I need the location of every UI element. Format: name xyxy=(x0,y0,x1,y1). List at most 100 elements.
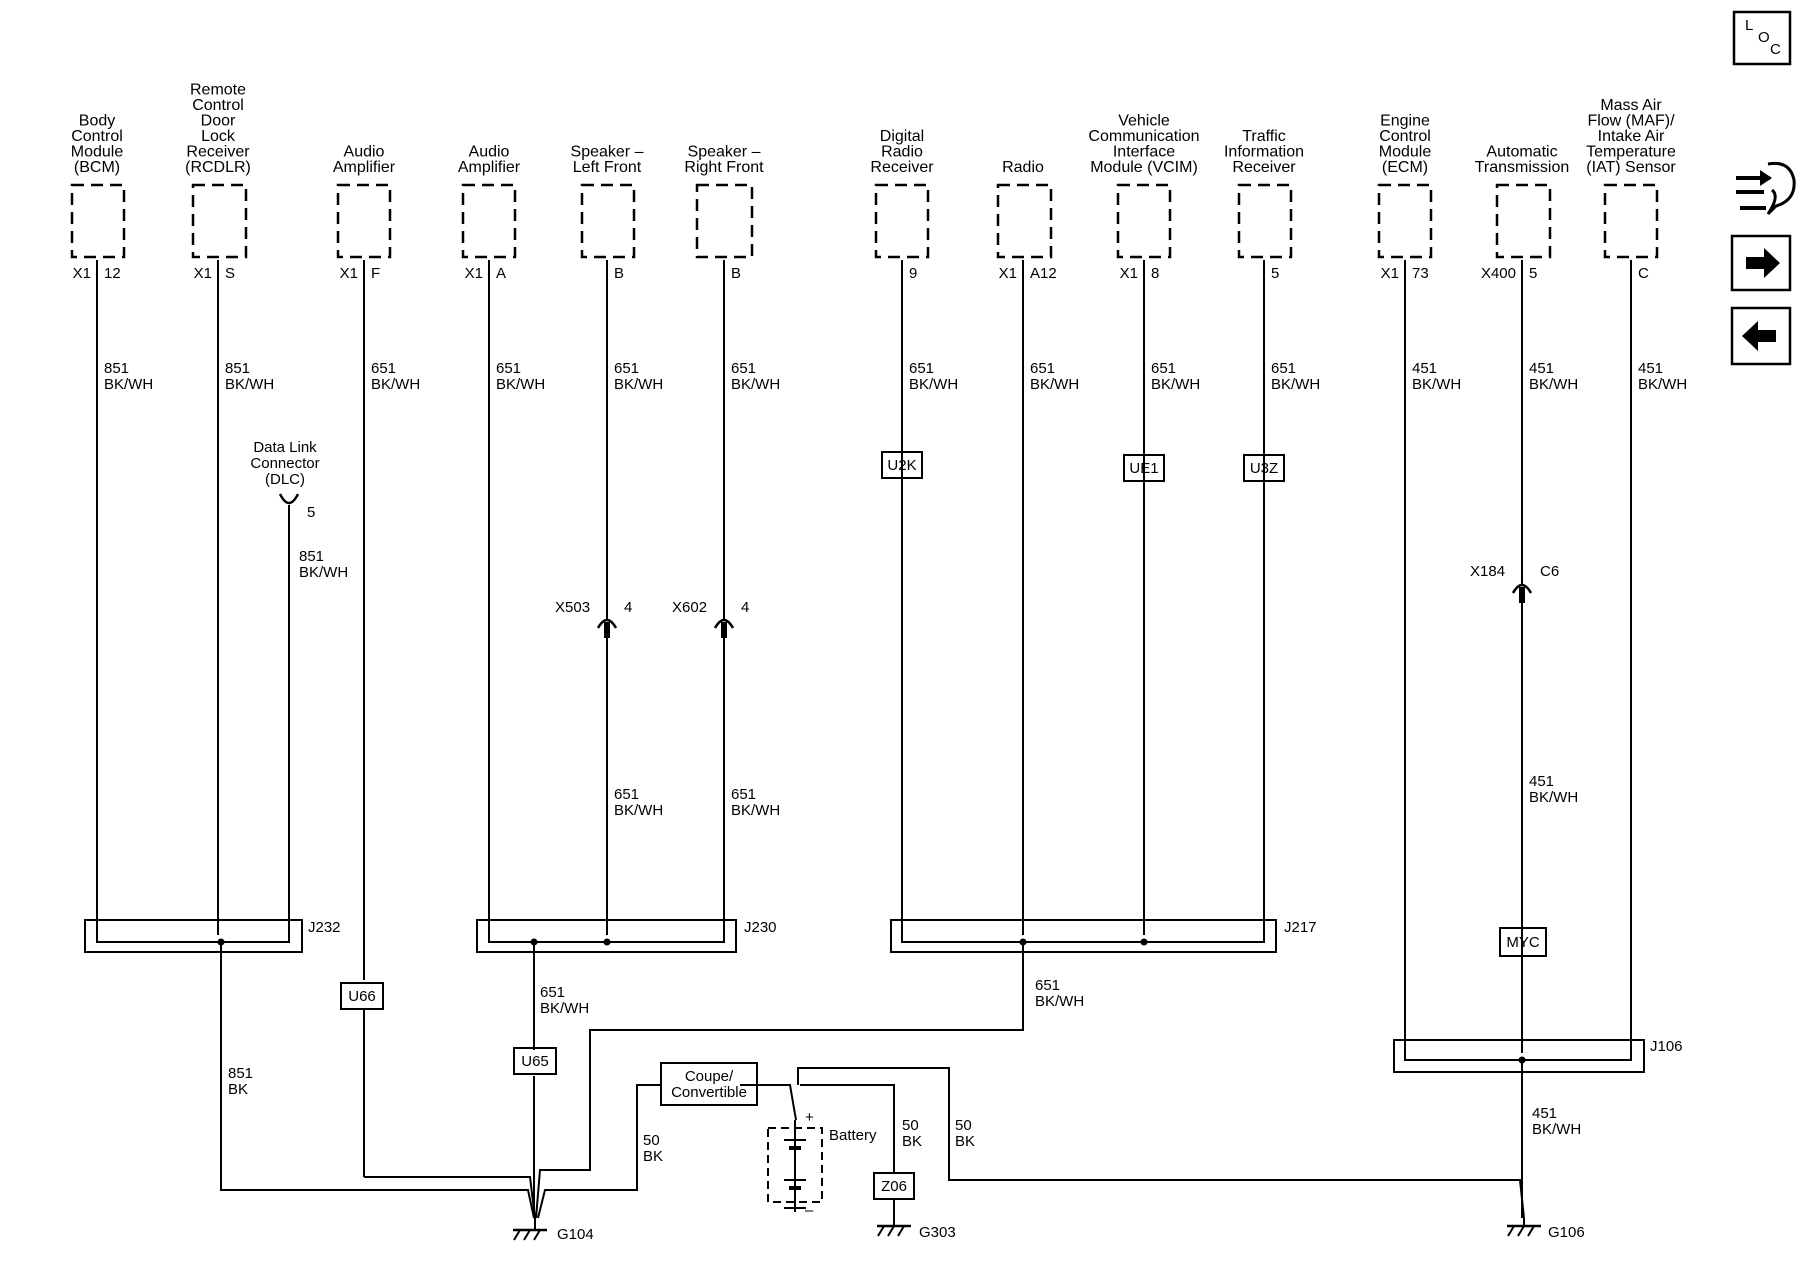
svg-text:4: 4 xyxy=(624,599,632,616)
connector-label: X400 xyxy=(1481,265,1516,282)
svg-text:BK/WH: BK/WH xyxy=(1035,993,1084,1010)
dlc-connector: Data Link Connector (DLC) 5 851 BK/WH xyxy=(250,439,348,581)
svg-text:G106: G106 xyxy=(1548,1224,1585,1241)
component-name-line: Right Front xyxy=(684,159,764,176)
wire-coupe-to-g104 xyxy=(537,1084,661,1219)
component-name-line: Module xyxy=(1379,144,1432,161)
component-name-line: Control xyxy=(1379,128,1431,145)
wire-color-label: BK/WH xyxy=(909,376,958,393)
svg-text:BK: BK xyxy=(902,1133,922,1150)
wire-color-label: BK/WH xyxy=(496,376,545,393)
option-u3z: U3Z xyxy=(1243,454,1285,482)
component-name-line: (BCM) xyxy=(74,159,120,176)
component-name-line: Module xyxy=(71,144,124,161)
wire-circuit-label: 451 xyxy=(1412,360,1437,377)
component-name-line: Remote xyxy=(190,82,246,99)
svg-text:50: 50 xyxy=(902,1117,919,1134)
svg-text:–: – xyxy=(805,1202,814,1219)
svg-text:Data Link: Data Link xyxy=(253,439,317,456)
pin-label: 5 xyxy=(1529,265,1537,282)
svg-text:X602: X602 xyxy=(672,599,707,616)
wire-circuit-label: 451 xyxy=(1638,360,1663,377)
splice-j217-outer xyxy=(890,919,1277,953)
wire-circuit-label: 651 xyxy=(1151,360,1176,377)
inline-connector-x184: X184 C6 xyxy=(1470,563,1559,603)
svg-text:651: 651 xyxy=(540,984,565,1001)
option-u66: U66 xyxy=(340,982,384,1010)
connector-label: X1 xyxy=(999,265,1017,282)
svg-text:UE1: UE1 xyxy=(1129,460,1158,477)
wire-color-label: BK/WH xyxy=(1030,376,1079,393)
wire-color-label: BK/WH xyxy=(225,376,274,393)
svg-text:G303: G303 xyxy=(919,1224,956,1241)
pin-label: 5 xyxy=(1271,265,1279,282)
component-name-line: Transmission xyxy=(1475,159,1570,176)
wire-color-label: BK/WH xyxy=(1151,376,1200,393)
svg-text:4: 4 xyxy=(741,599,749,616)
component-name-line: (IAT) Sensor xyxy=(1586,159,1676,176)
splice-j232-inner xyxy=(96,935,290,943)
loc-button[interactable]: L O C xyxy=(1732,10,1792,66)
svg-text:Coupe/: Coupe/ xyxy=(685,1068,734,1085)
pin-label: 9 xyxy=(909,265,917,282)
next-page-arrow-icon[interactable] xyxy=(1730,234,1792,292)
wire-circuit-label: 451 xyxy=(1529,360,1554,377)
component-name-line: Left Front xyxy=(573,159,642,176)
previous-page-arrow-icon[interactable] xyxy=(1730,306,1792,366)
component-name-line: Radio xyxy=(881,144,923,161)
connector-label: X1 xyxy=(194,265,212,282)
component-name-line: Communication xyxy=(1088,128,1199,145)
wire-battery-to-g303 xyxy=(800,1084,895,1172)
ground-g303: G303 xyxy=(877,1224,956,1241)
component-name-line: Engine xyxy=(1380,113,1430,130)
output-wire-labels: 851 BK 651 BK/WH 651 BK/WH 451 BK/WH 50 … xyxy=(228,977,1581,1165)
pin-label: 8 xyxy=(1151,265,1159,282)
component-name-line: Automatic xyxy=(1486,144,1557,161)
component-name-line: Audio xyxy=(344,144,385,161)
component-name-line: Mass Air xyxy=(1600,97,1662,114)
component-name-line: Vehicle xyxy=(1118,113,1170,130)
component-name-line: Radio xyxy=(1002,159,1044,176)
svg-text:(DLC): (DLC) xyxy=(265,471,305,488)
wire-color-label: BK/WH xyxy=(1529,376,1578,393)
component-name-line: Amplifier xyxy=(333,159,396,176)
component-name-line: (RCDLR) xyxy=(185,159,251,176)
svg-text:BK/WH: BK/WH xyxy=(1529,789,1578,806)
connector-label: X1 xyxy=(340,265,358,282)
component-name-line: Receiver xyxy=(186,144,250,161)
option-u2k: U2K xyxy=(881,451,923,479)
wire-circuit-label: 651 xyxy=(731,360,756,377)
connector-end-view-icon[interactable] xyxy=(1736,161,1796,216)
svg-text:O: O xyxy=(1758,29,1770,46)
pin-label: S xyxy=(225,265,235,282)
svg-text:L: L xyxy=(1745,17,1753,34)
wire-color-label: BK/WH xyxy=(1412,376,1461,393)
svg-text:50: 50 xyxy=(955,1117,972,1134)
component-name-line: Module (VCIM) xyxy=(1090,159,1198,176)
ground-g104: G104 xyxy=(513,1218,594,1243)
wire-circuit-label: 651 xyxy=(1030,360,1055,377)
splice-j217-inner xyxy=(901,935,1265,943)
wire-u66-to-g104 xyxy=(364,1176,536,1219)
svg-text:Battery: Battery xyxy=(829,1127,877,1144)
pin-label: F xyxy=(371,265,380,282)
component-name-line: Lock xyxy=(201,128,236,145)
wire-j217-to-g104 xyxy=(535,942,1024,1219)
splice-j232-outer xyxy=(84,919,303,953)
svg-text:Connector: Connector xyxy=(250,455,319,472)
option-z06: Z06 xyxy=(873,1172,915,1200)
option-coupe-convertible: Coupe/ Convertible xyxy=(660,1062,758,1106)
svg-text:G104: G104 xyxy=(557,1226,594,1243)
component-name-line: Speaker – xyxy=(571,144,644,161)
svg-text:U3Z: U3Z xyxy=(1250,460,1278,477)
component-name-line: Digital xyxy=(880,128,924,145)
splice-label-j217: J217 xyxy=(1284,919,1317,936)
